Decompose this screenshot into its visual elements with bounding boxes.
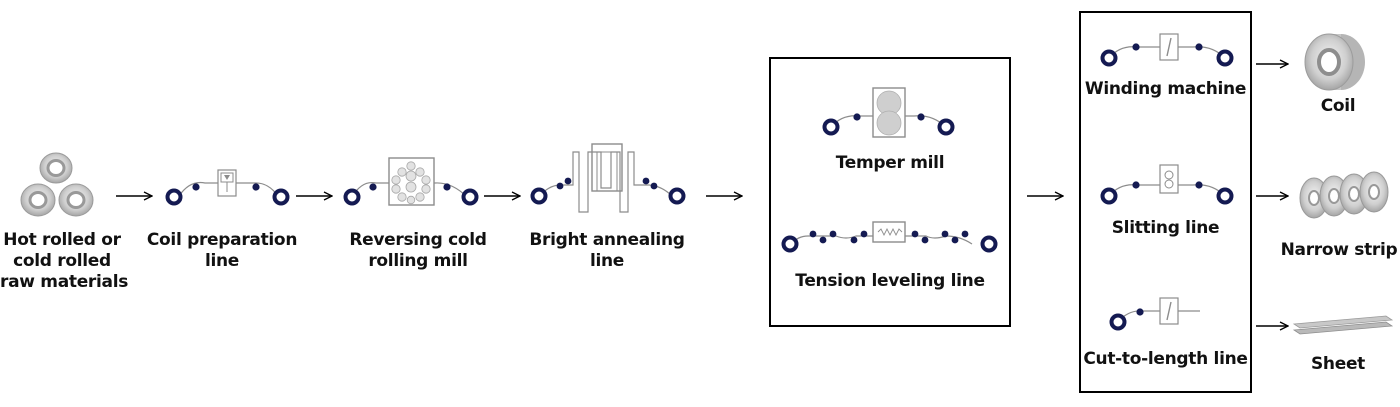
winding-machine-icon [1100, 33, 1234, 67]
cut-to-length-icon [1109, 297, 1200, 331]
sheet-stack-icon [1292, 315, 1394, 335]
finishing-group-box [769, 57, 1011, 327]
tension-leveling-icon [781, 221, 998, 253]
group-label-tension-leveling: Tension leveling line [795, 271, 985, 291]
group-label-winding-machine: Winding machine [1084, 79, 1247, 99]
coil-icon [1304, 33, 1365, 91]
rolling-mill-icon [343, 157, 479, 206]
output-label-coil: Coil [1320, 96, 1356, 116]
stacked-coils-icon [20, 152, 94, 217]
stage-label-reversing-mill: Reversing cold rolling mill [349, 230, 487, 271]
stage-label-coil-preparation: Coil preparation line [146, 230, 298, 271]
temper-mill-icon [822, 87, 955, 138]
output-label-narrow-strip: Narrow strip [1280, 240, 1398, 260]
stage-label-raw-materials: Hot rolled or cold rolled raw materials [0, 230, 129, 292]
processing-group-box [1079, 11, 1252, 393]
slitting-line-icon [1100, 164, 1234, 205]
stage-label-bright-annealing: Bright annealing line [529, 230, 685, 271]
group-label-slitting-line: Slitting line [1111, 218, 1220, 238]
narrow-strip-icon [1299, 171, 1389, 219]
group-label-temper-mill: Temper mill [835, 153, 945, 173]
annealing-furnace-icon [530, 143, 686, 213]
coil-preparation-line-icon [165, 169, 290, 206]
group-label-cut-to-length: Cut-to-length line [1083, 349, 1248, 369]
output-label-sheet: Sheet [1310, 354, 1366, 374]
flow-arrows [116, 64, 1288, 326]
